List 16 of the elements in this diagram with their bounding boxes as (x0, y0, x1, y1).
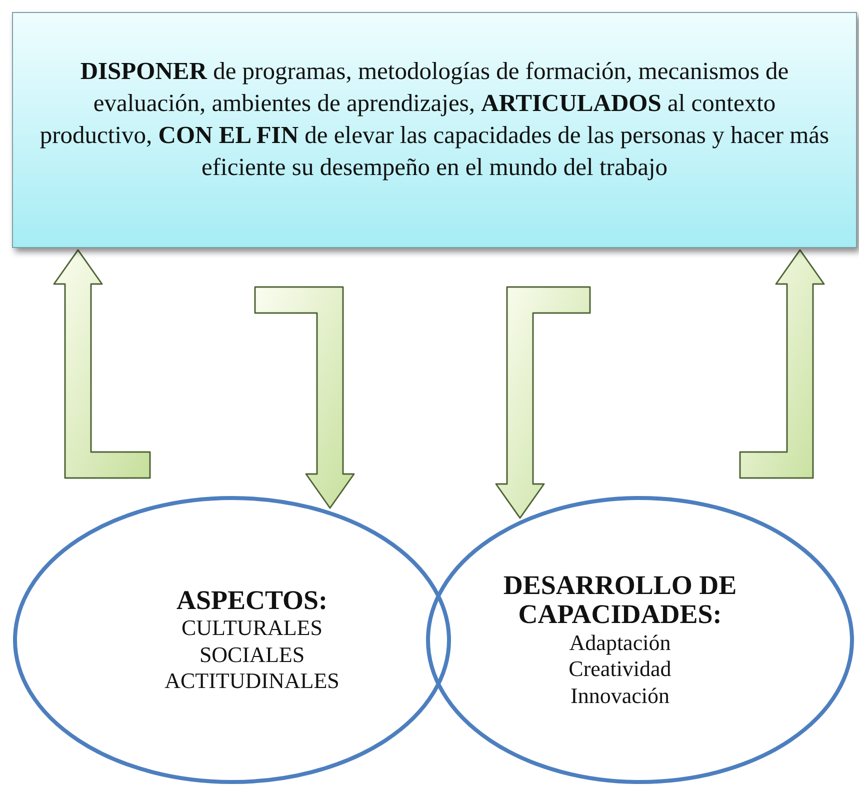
statement-text: DISPONER de programas, metodologías de formación, mecanismos de evaluación, ambientes de aprendizajes, ARTICULADOS al contexto productivo, CON EL FIN de elevar las capacidades de las personas y hacer más eficiente su desempeño en el mundo del trabajo (38, 57, 830, 183)
list-item-text: SOCIALES (199, 642, 305, 668)
bent-block-arrow (53, 249, 151, 479)
list-item-text: Adaptación (569, 630, 671, 656)
bent-block-arrow (739, 249, 825, 479)
list-item-text: CULTURALES (182, 615, 322, 642)
list-item-text: Innovación (570, 682, 670, 710)
bent-block-arrow (254, 286, 355, 509)
oval-shape (425, 495, 855, 785)
heading-text: ASPECTOS: (175, 586, 329, 616)
list-item-text: Creatividad (568, 656, 672, 683)
statement-box (12, 12, 857, 248)
oval-shape (12, 495, 452, 785)
list-item-text: ACTITUDINALES (164, 668, 340, 694)
bent-block-arrow (495, 286, 591, 519)
heading-text: DESARROLLO DE CAPACIDADES: (502, 570, 738, 630)
